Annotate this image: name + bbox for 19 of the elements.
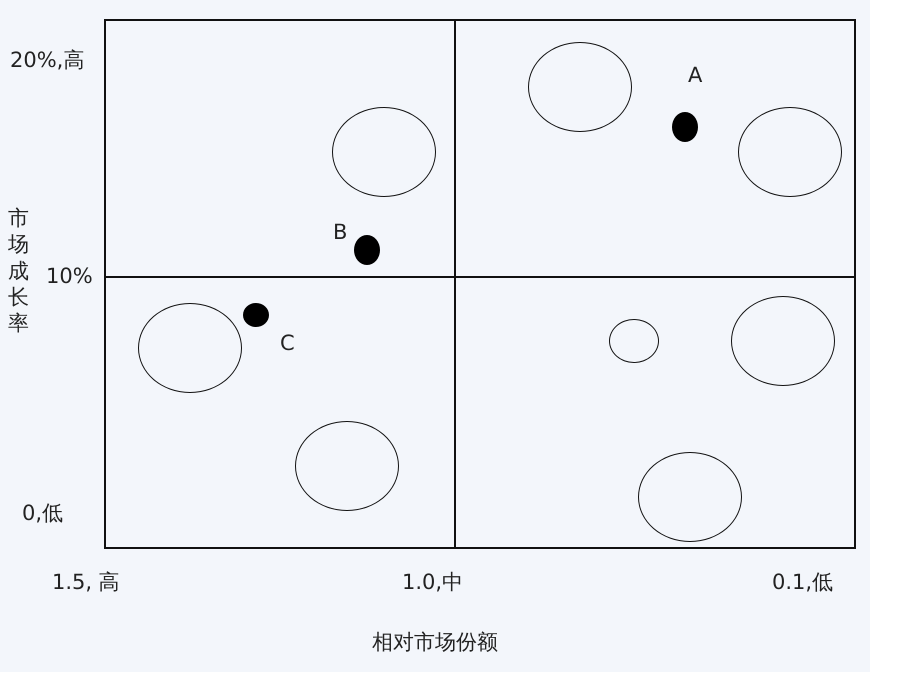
axis-tick-label: 0,低 [22, 503, 64, 524]
axis-tick-label: 1.0,中 [402, 572, 464, 593]
point-label: C [280, 333, 295, 354]
bubble-circle [738, 107, 842, 197]
bubble-circle [638, 452, 742, 542]
axis-tick-label: 0.1,低 [772, 572, 834, 593]
bubble-circle [332, 107, 436, 197]
bubble-circle [731, 296, 835, 386]
axis-title: 市场成长率 [8, 205, 30, 336]
bubble-circle [528, 42, 632, 132]
axis-tick-label: 20%,高 [10, 50, 84, 71]
bubble-circle [609, 319, 659, 363]
point-label: B [333, 222, 348, 243]
point-label: A [688, 65, 702, 86]
axis-tick-label: 1.5, 高 [52, 572, 120, 593]
bubble-circle [138, 303, 242, 393]
axis-title: 相对市场份额 [372, 632, 498, 653]
axis-tick-label: 10% [46, 266, 93, 287]
bubble-circle [295, 421, 399, 511]
